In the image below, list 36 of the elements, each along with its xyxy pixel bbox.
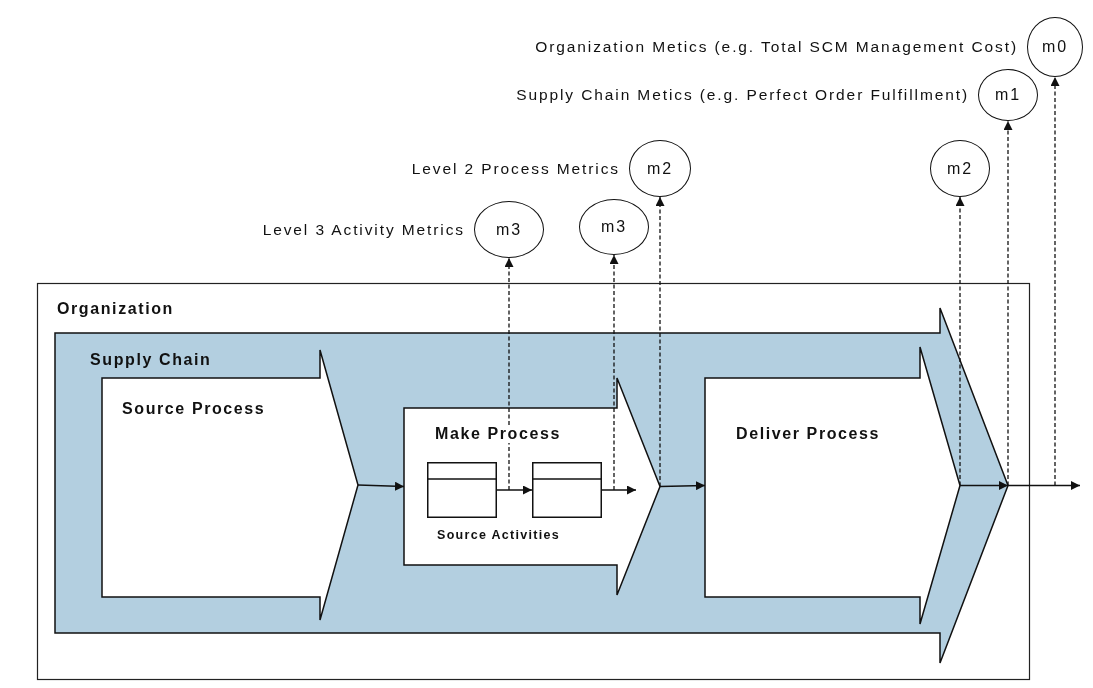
metric-label: m1 xyxy=(993,86,1023,104)
arrow xyxy=(659,481,706,491)
metric-label: m2 xyxy=(645,159,675,178)
process-arrow xyxy=(404,378,660,595)
dashed-arrow xyxy=(955,196,965,487)
dashed-arrow xyxy=(609,254,619,491)
process-title: Organization xyxy=(57,300,174,318)
metric-label: m0 xyxy=(1040,38,1070,56)
metric-description: Organization Metics (e.g. Total SCM Management Cost) xyxy=(535,38,1018,56)
process-title: Supply Chain xyxy=(90,351,212,369)
metric-ellipse xyxy=(930,140,990,197)
metric-label: m2 xyxy=(945,159,975,178)
metric-description: Level 2 Process Metrics xyxy=(411,159,620,178)
arrow xyxy=(601,485,637,495)
dashed-arrow xyxy=(1050,76,1060,487)
dashed-arrow xyxy=(655,196,665,488)
dashed-arrow xyxy=(1003,120,1013,487)
process-title: Make Process xyxy=(435,425,561,443)
dashed-arrow xyxy=(504,257,514,491)
metric-ellipse xyxy=(629,140,691,197)
metric-description: Level 3 Activity Metrics xyxy=(262,220,465,239)
arrow xyxy=(357,481,405,491)
process-title: Source Process xyxy=(122,400,266,418)
arrow xyxy=(1007,481,1081,490)
metric-ellipse xyxy=(978,69,1038,121)
metric-ellipse xyxy=(1027,17,1083,77)
metric-label: m3 xyxy=(599,218,629,236)
activity-box xyxy=(427,462,497,518)
arrow xyxy=(959,481,1009,490)
metric-description: Supply Chain Metics (e.g. Perfect Order Fulfillment) xyxy=(516,86,969,104)
activity-box xyxy=(532,462,602,518)
process-title: Deliver Process xyxy=(736,425,881,443)
process-arrow xyxy=(705,347,960,624)
activity-caption: Source Activities xyxy=(437,528,561,542)
metric-label: m3 xyxy=(494,220,524,239)
arrow xyxy=(496,485,533,495)
